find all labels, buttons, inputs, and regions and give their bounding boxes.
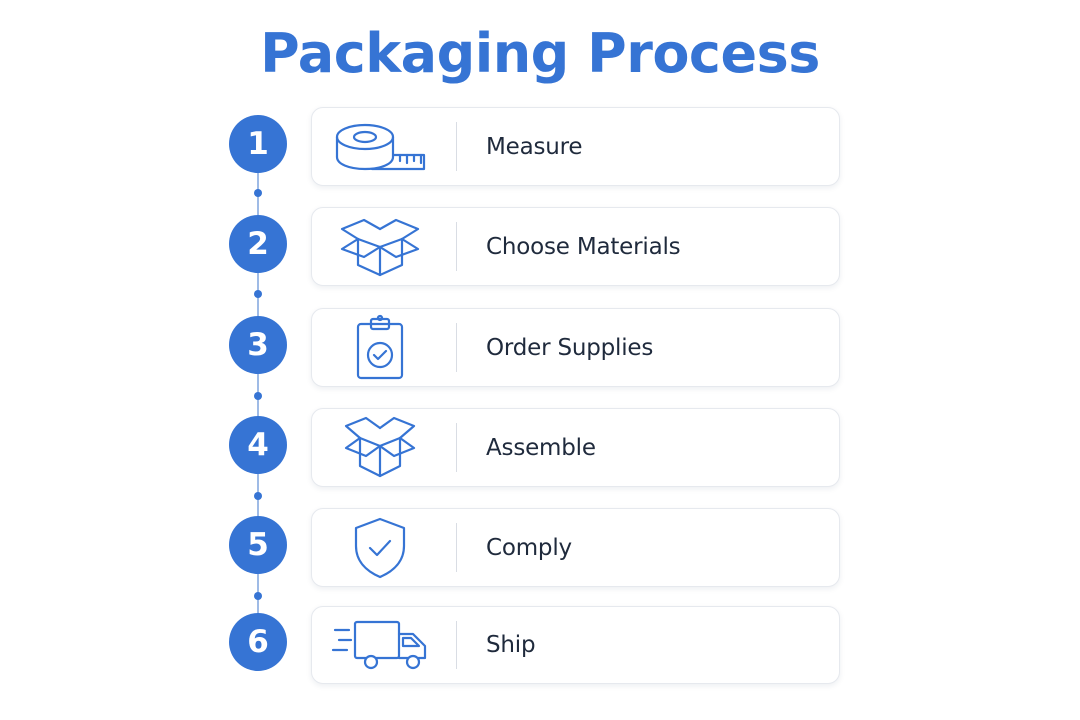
delivery-truck-icon — [330, 611, 430, 679]
step-number-4: 4 — [229, 416, 287, 474]
card-divider — [456, 122, 457, 171]
connector-dot — [254, 189, 262, 197]
step-number-2: 2 — [229, 215, 287, 273]
step-label: Order Supplies — [486, 334, 654, 361]
open-box-icon — [330, 414, 430, 482]
card-divider — [456, 323, 457, 372]
tape-measure-icon — [330, 113, 430, 181]
connector-dot — [254, 290, 262, 298]
step-card-assemble: Assemble — [311, 408, 840, 487]
step-number-3: 3 — [229, 316, 287, 374]
step-number-1: 1 — [229, 115, 287, 173]
card-divider — [456, 222, 457, 271]
step-number-6: 6 — [229, 613, 287, 671]
step-card-measure: Measure — [311, 107, 840, 186]
card-divider — [456, 423, 457, 472]
step-label: Comply — [486, 534, 572, 561]
step-label: Ship — [486, 632, 536, 658]
card-divider — [456, 621, 457, 669]
step-card-order-supplies: Order Supplies — [311, 308, 840, 387]
step-card-comply: Comply — [311, 508, 840, 587]
step-card-choose-materials: Choose Materials — [311, 207, 840, 286]
card-divider — [456, 523, 457, 572]
connector-dot — [254, 392, 262, 400]
page-title: Packaging Process — [260, 22, 820, 85]
step-card-ship: Ship — [311, 606, 840, 684]
clipboard-check-icon — [330, 314, 430, 382]
step-label: Choose Materials — [486, 233, 681, 260]
step-number-5: 5 — [229, 516, 287, 574]
connector-dot — [254, 592, 262, 600]
connector-dot — [254, 492, 262, 500]
shield-check-icon — [330, 514, 430, 582]
step-label: Measure — [486, 133, 583, 160]
open-box-icon — [330, 213, 430, 281]
step-label: Assemble — [486, 434, 596, 461]
